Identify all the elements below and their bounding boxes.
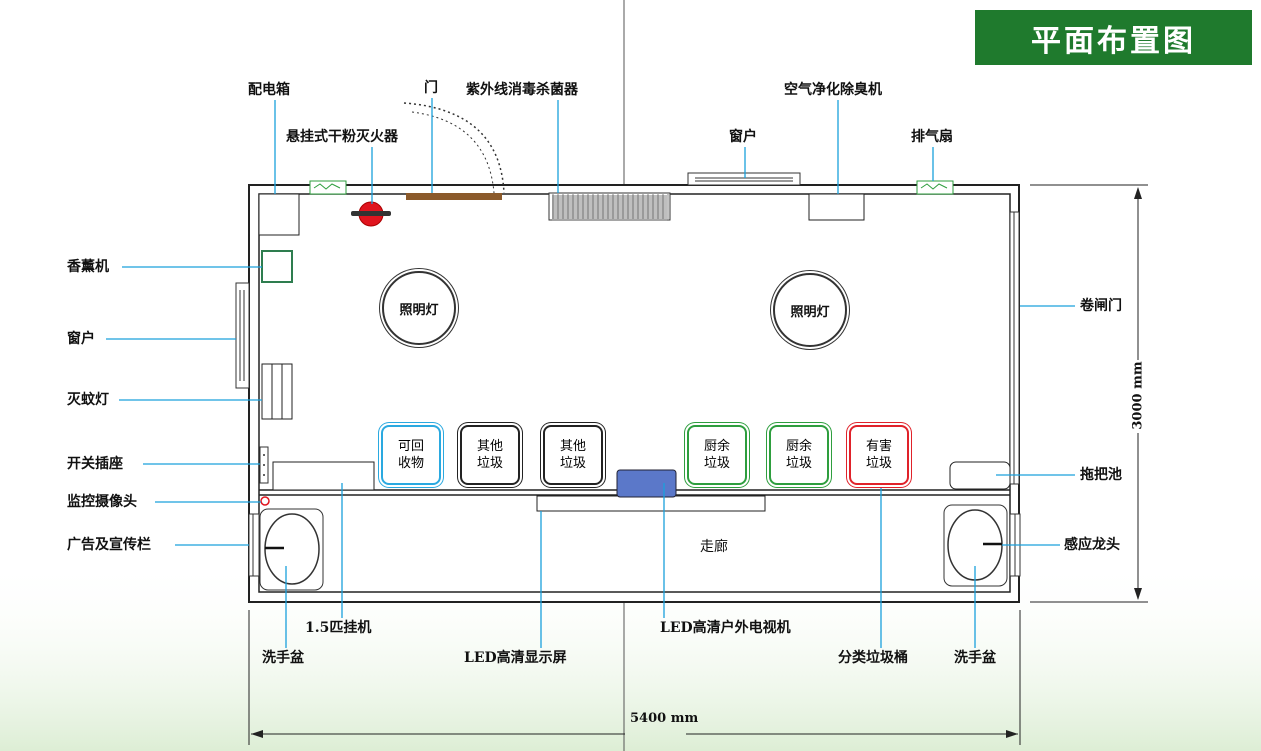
label-window-left: 窗户 — [67, 331, 95, 347]
label-door: 门 — [424, 80, 438, 96]
camera — [260, 496, 270, 506]
bin-2: 其他垃圾 — [543, 425, 603, 485]
label-led-screen: LED高清显示屏 — [464, 650, 567, 666]
door-swing-arc — [403, 102, 505, 194]
bin-label-line2: 收物 — [397, 456, 424, 471]
label-air-purifier: 空气净化除臭机 — [784, 82, 882, 98]
bin-1: 其他垃圾 — [460, 425, 520, 485]
uv-sterilizer — [548, 192, 671, 221]
ad-board-left — [248, 513, 260, 577]
bin-label-line1: 其他 — [559, 439, 586, 454]
left-window — [235, 282, 250, 389]
label-rolling-door: 卷闸门 — [1080, 298, 1122, 314]
lighting-lamp-left: 照明灯 — [382, 271, 456, 345]
bin-label-line2: 垃圾 — [703, 456, 730, 471]
label-basin-right: 洗手盆 — [954, 650, 996, 666]
label-uv-lamp: 紫外线消毒杀菌器 — [466, 82, 578, 98]
label-mosquito-lamp: 灭蚊灯 — [67, 392, 109, 408]
label-distribution-box: 配电箱 — [248, 82, 290, 98]
label-aroma-machine: 香薰机 — [67, 259, 109, 275]
page-title: 平面布置图 — [975, 10, 1252, 65]
dimension-height: 3000 mm — [1130, 361, 1146, 430]
distribution-box — [258, 193, 300, 236]
bin-4: 厨余垃圾 — [769, 425, 829, 485]
leader-lines — [106, 98, 1075, 648]
label-sensor-faucet: 感应龙头 — [1064, 537, 1120, 553]
bin-3: 厨余垃圾 — [687, 425, 747, 485]
label-basin-left: 洗手盆 — [262, 650, 304, 666]
aircon-unit — [272, 461, 375, 491]
bin-label-line1: 其他 — [476, 439, 503, 454]
label-led-tv: LED高清户外电视机 — [660, 620, 791, 636]
bin-label-line1: 厨余 — [703, 439, 730, 454]
label-ad-board: 广告及宣传栏 — [67, 537, 151, 553]
bin-label-line1: 厨余 — [785, 439, 812, 454]
label-corridor: 走廊 — [700, 539, 728, 555]
air-purifier — [808, 193, 865, 221]
led-screen — [536, 495, 766, 512]
dimension-lines — [248, 184, 1148, 745]
dimension-width: 5400 mm — [630, 711, 699, 726]
outer-wall — [248, 184, 1020, 603]
label-window-top: 窗户 — [729, 129, 757, 145]
bin-label-line2: 垃圾 — [865, 456, 892, 471]
label-switch-socket: 开关插座 — [67, 456, 123, 472]
led-tv — [616, 469, 677, 498]
bin-0: 可回收物 — [381, 425, 441, 485]
label-extinguisher: 悬挂式干粉灭火器 — [286, 129, 398, 145]
aroma-machine — [261, 250, 293, 283]
label-sorted-bins: 分类垃圾桶 — [838, 650, 908, 666]
bin-label-line1: 可回 — [397, 439, 424, 454]
label-mop-pool: 拖把池 — [1080, 467, 1122, 483]
label-exhaust-fan: 排气扇 — [911, 129, 953, 145]
label-camera: 监控摄像头 — [67, 494, 137, 510]
mosquito-lamp — [261, 363, 293, 420]
label-aircon: 1.5匹挂机 — [305, 620, 372, 636]
bin-label-line2: 垃圾 — [559, 456, 586, 471]
top-window — [687, 172, 801, 186]
door — [406, 193, 502, 200]
bin-label-line1: 有害 — [865, 439, 892, 454]
extinguisher-handle — [351, 211, 391, 216]
bin-label-line2: 垃圾 — [785, 456, 812, 471]
lighting-lamp-right: 照明灯 — [773, 273, 847, 347]
bin-label-line2: 垃圾 — [476, 456, 503, 471]
bin-5: 有害垃圾 — [849, 425, 909, 485]
